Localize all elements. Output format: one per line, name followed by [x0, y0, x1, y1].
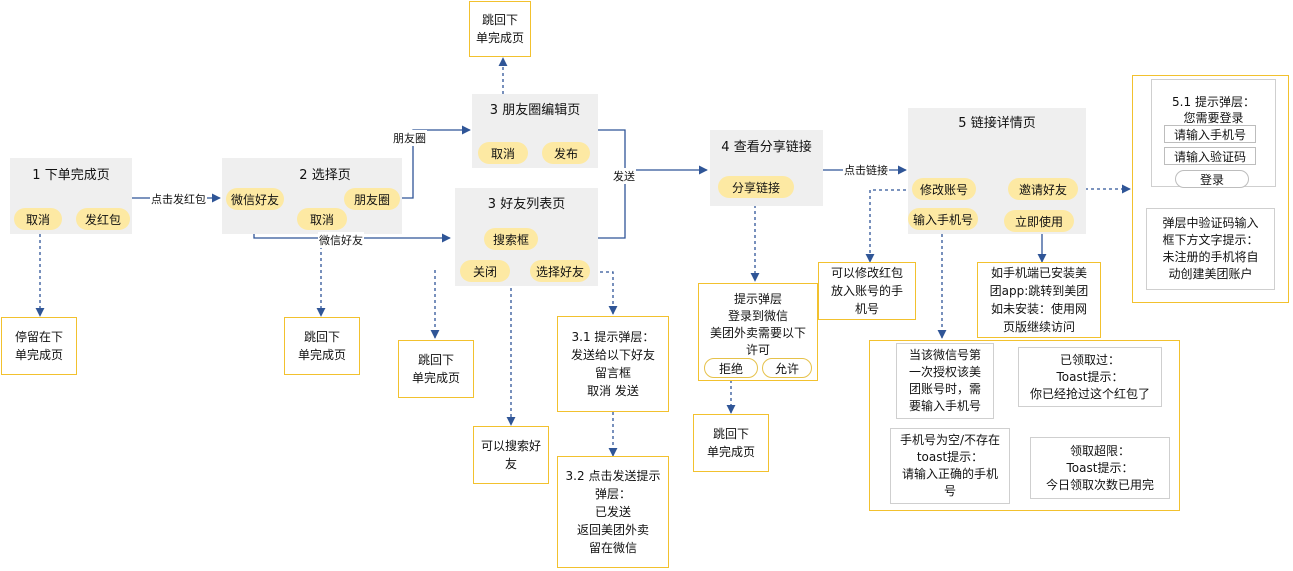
- phone-input[interactable]: 请输入手机号: [1164, 125, 1256, 143]
- publish-button[interactable]: 发布: [542, 142, 590, 164]
- share-link-button[interactable]: 分享链接: [718, 176, 794, 198]
- node-moments-edit-title: 3 朋友圈编辑页: [489, 103, 581, 118]
- note-modify-phone: 可以修改红包 放入账号的手 机号: [818, 262, 916, 320]
- note-search-friends: 可以搜索好 友: [473, 426, 549, 484]
- note-back-order-page: 跳回下 单完成页: [284, 317, 360, 375]
- node-share-link-title: 4 查看分享链接: [721, 140, 812, 155]
- moments-cancel-button[interactable]: 取消: [478, 142, 528, 164]
- send-red-packet-button[interactable]: 发红包: [76, 208, 130, 230]
- edge-label-click-link: 点击链接: [843, 162, 889, 178]
- note-popup-3-2: 3.2 点击发送提示 弹层： 已发送 返回美团外卖 留在微信: [557, 456, 669, 568]
- node-link-detail-title: 5 链接详情页: [958, 116, 1036, 131]
- note-back-after-auth: 跳回下 单完成页: [693, 414, 769, 472]
- login-popup-subtitle: 您需要登录: [1183, 111, 1244, 125]
- edge-label-send-packet: 点击发红包: [150, 191, 207, 207]
- edge-3b-to-4: [598, 170, 626, 239]
- search-box[interactable]: 搜索框: [484, 228, 538, 250]
- note-open-app: 如手机端已安装美 团app:跳转到美团 如未安装：使用网 页版继续访问: [977, 262, 1101, 338]
- edge-label-wechat-friend: 微信好友: [318, 232, 364, 248]
- login-popup-title: 5.1 提示弹层：: [1172, 95, 1255, 109]
- edge-label-moments: 朋友圈: [392, 130, 427, 146]
- note-back-order-page-top: 跳回下 单完成页: [469, 1, 531, 57]
- rule-first-auth: 当该微信号第 一次授权该美 团账号时，需 要输入手机号: [896, 343, 994, 419]
- node-order-complete-title: 1 下单完成页: [32, 168, 110, 183]
- edge-modify-note: [865, 189, 912, 263]
- reject-button[interactable]: 拒绝: [704, 358, 758, 378]
- rule-limit-exceeded: 领取超限： Toast提示： 今日领取次数已用完: [1030, 437, 1170, 499]
- auth-popup-text-2: 登录到微信: [727, 309, 788, 323]
- node-select-title: 2 选择页: [299, 168, 351, 183]
- edge-label-send: 发送: [612, 168, 636, 184]
- use-now-button[interactable]: 立即使用: [1004, 210, 1074, 232]
- note-back-order-page-close: 跳回下 单完成页: [398, 340, 474, 398]
- rule-empty-phone: 手机号为空/不存在 toast提示： 请输入正确的手机 号: [890, 428, 1010, 504]
- auth-popup-text-3: 美团外卖需要以下: [709, 326, 806, 340]
- invite-friend-button[interactable]: 邀请好友: [1008, 178, 1078, 200]
- moments-button[interactable]: 朋友圈: [344, 188, 400, 210]
- select-friend-button[interactable]: 选择好友: [530, 260, 590, 282]
- edge-3a-to-4: [598, 129, 708, 175]
- login-button[interactable]: 登录: [1175, 170, 1249, 188]
- login-hint: 弹层中验证码输入 框下方文字提示： 未注册的手机将自 动创建美团账户: [1146, 208, 1275, 290]
- enter-phone-field[interactable]: 输入手机号: [908, 208, 978, 230]
- note-popup-3-1: 3.1 提示弹层： 发送给以下好友 留言框 取消 发送: [557, 316, 669, 412]
- auth-popup-text-4: 许可: [745, 343, 770, 357]
- note-stay-order-page: 停留在下 单完成页: [1, 317, 77, 375]
- edge-2-to-3a: [402, 125, 471, 199]
- auth-popup-text-1: 提示弹层: [733, 292, 782, 306]
- allow-button[interactable]: 允许: [762, 358, 812, 378]
- close-button[interactable]: 关闭: [460, 260, 510, 282]
- wechat-friend-button[interactable]: 微信好友: [226, 188, 284, 210]
- rule-already-received: 已领取过： Toast提示： 你已经抢过这个红包了: [1018, 347, 1162, 407]
- modify-account-button[interactable]: 修改账号: [912, 178, 976, 200]
- cancel-button[interactable]: 取消: [14, 208, 62, 230]
- select-cancel-button[interactable]: 取消: [297, 208, 347, 230]
- code-input[interactable]: 请输入验证码: [1164, 147, 1256, 165]
- node-friend-list-title: 3 好友列表页: [487, 197, 566, 212]
